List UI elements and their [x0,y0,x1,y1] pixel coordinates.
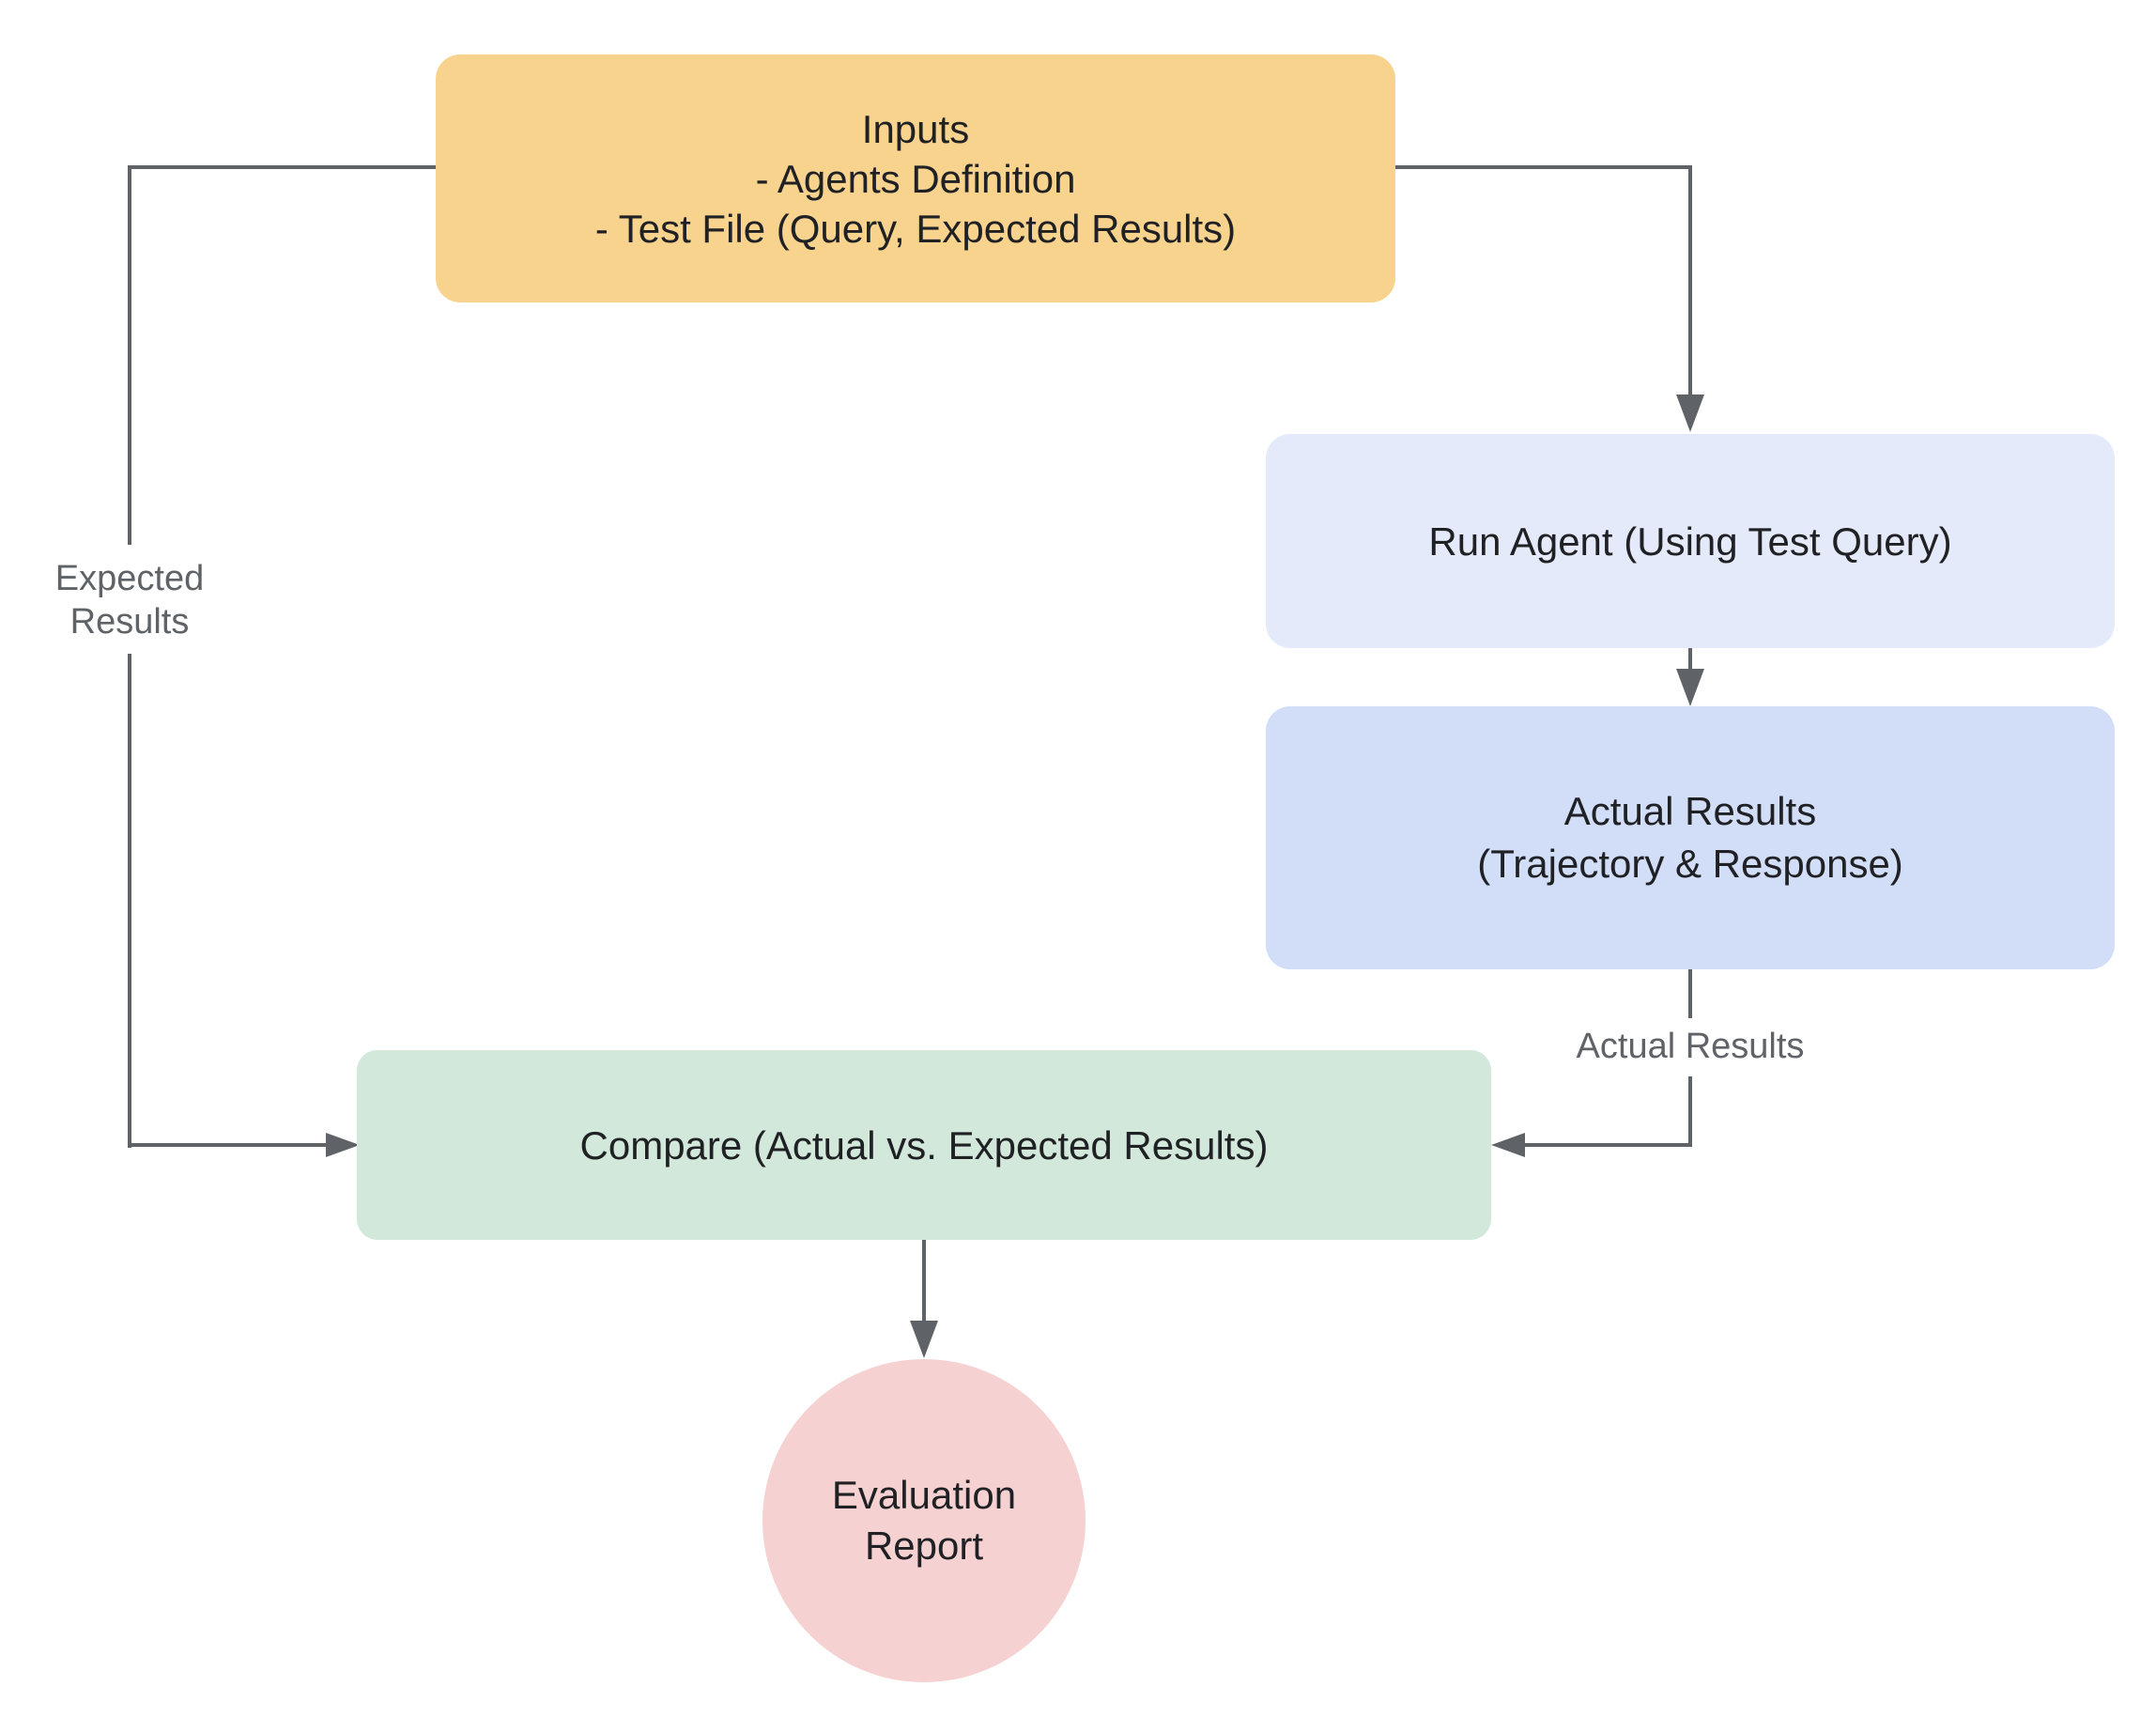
node-evaluation-report-line-2: Report [864,1524,984,1568]
edge-label-expected-results: Expected Results [54,559,205,642]
node-actual-results-line-2: (Trajectory & Response) [1477,842,1903,886]
arrowhead-down-into-run-agent-icon [1676,394,1704,432]
arrowhead-down-into-evaluation-report-icon [910,1321,938,1358]
arrowhead-right-into-compare-icon [326,1133,360,1157]
node-inputs-line-2: - Agents Definition [755,156,1076,201]
connector-actual-results-to-compare-lower [1688,1076,1692,1146]
node-compare: Compare (Actual vs. Expected Results) [357,1050,1491,1240]
connector-inputs-to-run-agent-horizontal [1395,165,1690,169]
connector-inputs-to-compare-vertical-upper [128,165,131,545]
node-inputs-line-1: Inputs [861,106,970,151]
connector-inputs-to-compare-horizontal-bottom [128,1143,330,1147]
node-evaluation-report: Evaluation Report [762,1359,1086,1682]
node-compare-label: Compare (Actual vs. Expected Results) [579,1122,1269,1168]
connector-actual-results-to-compare-upper [1688,969,1692,1018]
node-inputs: Inputs - Agents Definition - Test File (… [436,54,1395,302]
connector-inputs-to-compare-vertical-lower [128,654,131,1148]
arrowhead-down-into-actual-results-icon [1676,669,1704,706]
connector-inputs-to-run-agent-vertical [1688,165,1692,396]
node-actual-results-line-1: Actual Results [1563,789,1817,833]
node-run-agent-label: Run Agent (Using Test Query) [1428,518,1952,564]
connector-actual-results-to-compare-horizontal [1521,1143,1692,1147]
edge-label-actual-results: Actual Results [1576,1027,1805,1066]
node-inputs-line-3: - Test File (Query, Expected Results) [594,206,1237,251]
connector-run-agent-to-actual-results [1688,648,1692,671]
connector-inputs-to-compare-horizontal-top [128,165,436,169]
node-actual-results: Actual Results (Trajectory & Response) [1266,706,2115,969]
node-run-agent: Run Agent (Using Test Query) [1266,434,2115,648]
node-evaluation-report-line-1: Evaluation [831,1473,1017,1517]
arrowhead-left-into-compare-icon [1491,1133,1525,1157]
connector-compare-to-evaluation-report [922,1240,926,1324]
